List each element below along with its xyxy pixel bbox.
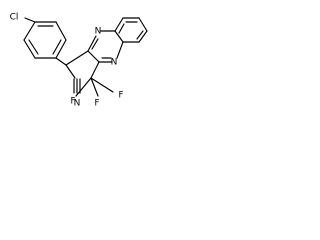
double-bond-inner [52,39,62,55]
quinoxaline-pyrazine-ring [87,30,124,63]
bond [90,77,99,97]
bond [138,17,148,32]
bond [65,64,76,79]
bond [55,39,67,59]
quinoxaline-n4-label: N [111,58,118,68]
bond [114,17,124,32]
bond [65,50,89,66]
molecule-drawing: Cl N N N F F F [10,13,148,109]
bond [23,21,36,41]
bond [116,41,124,59]
bond [90,61,100,79]
bond [114,30,124,43]
trifluoromethyl-group [75,61,114,97]
quinoxaline-benzo-ring [114,17,148,43]
double-bond-inner [118,23,125,34]
nitrile-nitrogen-label: N [74,99,81,109]
chloro-label: Cl [10,13,19,23]
fluorine-right-label: F [119,91,124,101]
bond [55,57,67,66]
double-bond-inner [28,39,39,55]
bond [75,77,92,97]
chemical-structure-diagram: Cl N N N F F F [0,0,152,113]
fluorine-left-label: F [71,97,76,107]
double-bond-inner [91,38,99,50]
bond [87,35,97,52]
chlorophenyl-ring [23,21,67,59]
quinoxaline-n1-label: N [95,27,102,37]
chloro-bond [24,17,36,23]
double-bond-inner [136,30,144,40]
bond [138,30,148,43]
fluorine-mid-label: F [95,99,100,109]
bond [87,50,100,63]
bond [55,21,67,41]
bond [23,39,36,59]
bond [90,77,114,93]
